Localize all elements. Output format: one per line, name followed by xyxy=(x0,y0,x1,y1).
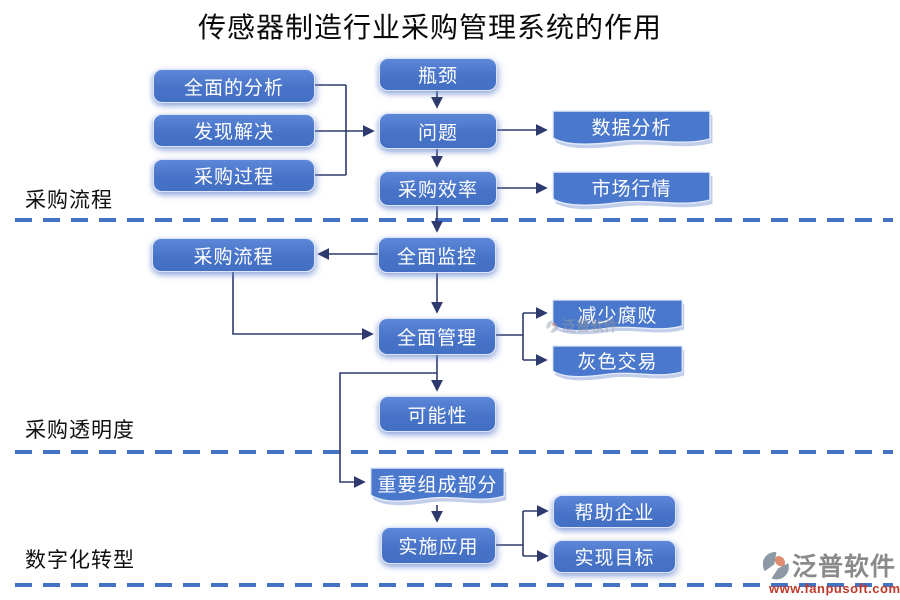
node-possibility: 可能性 xyxy=(379,396,496,432)
node-comprehensive-management: 全面管理 xyxy=(378,318,496,355)
watermark-text: 泛普软件 xyxy=(562,318,618,334)
node-procurement-flow: 采购流程 xyxy=(152,238,315,272)
node-label: 减少腐败 xyxy=(577,305,658,327)
wave-shape xyxy=(370,467,507,506)
watermark: 泛普软件 xyxy=(546,316,618,336)
junction-management-right xyxy=(494,313,524,360)
section-label-digital-transformation: 数字化转型 xyxy=(25,548,135,572)
node-market-conditions: 市场行情 xyxy=(552,171,713,211)
page-title: 传感器制造行业采购管理系统的作用 xyxy=(197,13,662,44)
node-problem: 问题 xyxy=(379,113,497,149)
wave-shape xyxy=(552,171,713,210)
node-comprehensive-analysis: 全面的分析 xyxy=(153,69,315,103)
node-reduce-corruption: 减少腐败 xyxy=(552,299,685,336)
node-label: 灰色交易 xyxy=(577,351,658,373)
node-bottleneck: 瓶颈 xyxy=(379,58,497,91)
node-implementation-application: 实施应用 xyxy=(381,527,496,564)
wave-shape xyxy=(552,299,685,335)
node-data-analysis: 数据分析 xyxy=(552,110,713,150)
node-label: 市场行情 xyxy=(591,178,672,200)
wave-shape xyxy=(552,345,685,381)
vendor-logo: 泛普软件 www.fanpusoft.com xyxy=(763,547,900,596)
vendor-logo-icon xyxy=(763,551,789,579)
node-gray-transactions: 灰色交易 xyxy=(552,345,685,382)
node-achieve-goals: 实现目标 xyxy=(553,540,676,573)
node-comprehensive-monitoring: 全面监控 xyxy=(378,237,496,273)
node-important-component: 重要组成部分 xyxy=(370,467,507,507)
wave-shape xyxy=(552,110,713,149)
junction-implementation-right xyxy=(494,511,524,556)
section-label-procurement-transparency: 采购透明度 xyxy=(25,418,135,442)
junction-left-column xyxy=(313,84,347,176)
vendor-logo-url: www.fanpusoft.com xyxy=(769,581,900,596)
node-procurement-process: 采购过程 xyxy=(153,159,315,192)
arrow-flow-to-management xyxy=(232,271,374,340)
node-help-enterprises: 帮助企业 xyxy=(553,495,676,528)
node-procurement-efficiency: 采购效率 xyxy=(379,171,497,206)
watermark-logo-icon xyxy=(546,320,559,333)
node-label: 数据分析 xyxy=(591,117,672,139)
section-label-procurement-process: 采购流程 xyxy=(25,188,113,212)
vendor-logo-text: 泛普软件 xyxy=(792,553,897,581)
node-discover-solve: 发现解决 xyxy=(153,114,315,147)
node-label: 重要组成部分 xyxy=(377,474,498,496)
